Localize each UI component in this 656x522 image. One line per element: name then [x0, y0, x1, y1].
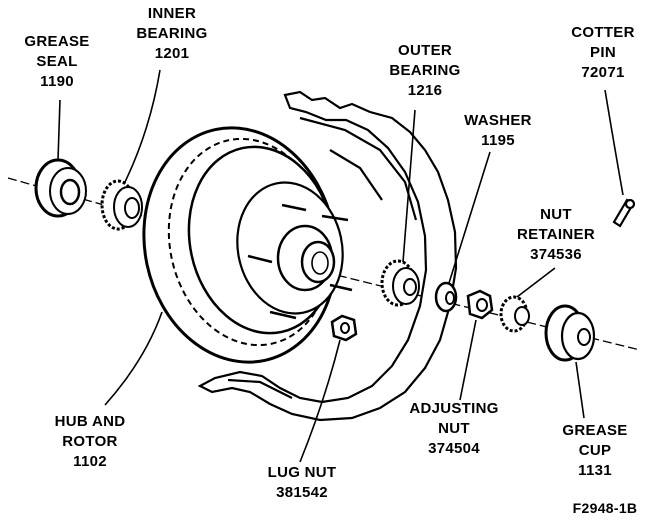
- leader-hub-and-rotor: [104, 311, 163, 406]
- leader-adjusting-nut: [459, 319, 477, 401]
- grease-seal: [34, 158, 87, 218]
- label-line: ROTOR: [62, 433, 118, 450]
- leader-lines: [57, 69, 624, 463]
- hub-bore-inner: [311, 251, 329, 275]
- leader-cotter-pin: [604, 89, 624, 196]
- label-line: 1102: [73, 453, 107, 470]
- adjusting-nut: [466, 289, 494, 320]
- label-line: 374536: [530, 246, 582, 263]
- label-line: NUT: [438, 420, 470, 437]
- label-line: 1216: [407, 82, 443, 99]
- figure-id: F2948-1B: [572, 500, 638, 516]
- label-line: GREASE: [562, 422, 628, 439]
- grease-cup: [544, 304, 596, 362]
- washer: [434, 281, 458, 313]
- leader-washer: [448, 151, 491, 284]
- label-line: BEARING: [389, 62, 461, 79]
- label-line: ADJUSTING: [409, 400, 499, 417]
- label-line: CUP: [578, 442, 612, 459]
- label-line: GREASE: [24, 33, 90, 50]
- stud: [321, 214, 349, 222]
- stud: [269, 310, 297, 320]
- label-grease-seal: GREASE SEAL 1190: [14, 32, 100, 92]
- label-line: 72071: [581, 64, 625, 81]
- leader-grease-seal: [57, 99, 61, 161]
- cotter-pin: [612, 198, 636, 228]
- label-outer-bearing: OUTER BEARING 1216: [375, 41, 475, 101]
- label-grease-cup: GREASE CUP 1131: [550, 421, 640, 481]
- label-line: BEARING: [136, 25, 208, 42]
- label-adjusting-nut: ADJUSTING NUT 374504: [392, 399, 516, 459]
- label-line: WASHER: [464, 112, 532, 129]
- leader-inner-bearing: [124, 69, 161, 183]
- label-line: OUTER: [398, 42, 452, 59]
- label-line: NUT: [540, 206, 572, 223]
- stud: [247, 254, 273, 264]
- hub-and-rotor: [142, 126, 353, 364]
- leader-nut-retainer: [516, 267, 556, 298]
- label-line: RETAINER: [517, 226, 595, 243]
- outer-bearing: [380, 259, 420, 307]
- stud: [329, 283, 353, 292]
- label-line: INNER: [147, 5, 197, 22]
- label-line: 1201: [154, 45, 190, 62]
- nut-retainer: [499, 295, 530, 333]
- label-nut-retainer: NUT RETAINER 374536: [506, 205, 606, 265]
- label-line: SEAL: [36, 53, 78, 70]
- label-line: 1195: [481, 132, 515, 149]
- leader-outer-bearing: [402, 109, 416, 263]
- label-line: COTTER: [571, 24, 635, 41]
- label-line: 1131: [578, 462, 612, 479]
- label-line: 1190: [40, 73, 74, 90]
- label-line: 381542: [276, 484, 328, 501]
- lug-nut: [330, 314, 358, 342]
- label-lug-nut: LUG NUT 381542: [252, 463, 352, 503]
- label-cotter-pin: COTTER PIN 72071: [560, 23, 646, 83]
- label-line: LUG NUT: [267, 464, 337, 481]
- label-hub-and-rotor: HUB AND ROTOR 1102: [40, 412, 140, 472]
- label-washer: WASHER 1195: [450, 111, 546, 151]
- label-line: HUB AND: [54, 413, 126, 430]
- stud: [281, 203, 307, 212]
- leader-lug-nut: [299, 339, 341, 463]
- inner-bearing: [100, 179, 143, 231]
- label-line: 374504: [428, 440, 480, 457]
- label-line: PIN: [590, 44, 616, 61]
- leader-grease-cup: [575, 361, 585, 419]
- label-inner-bearing: INNER BEARING 1201: [122, 4, 222, 64]
- wheel-studs: [247, 203, 353, 320]
